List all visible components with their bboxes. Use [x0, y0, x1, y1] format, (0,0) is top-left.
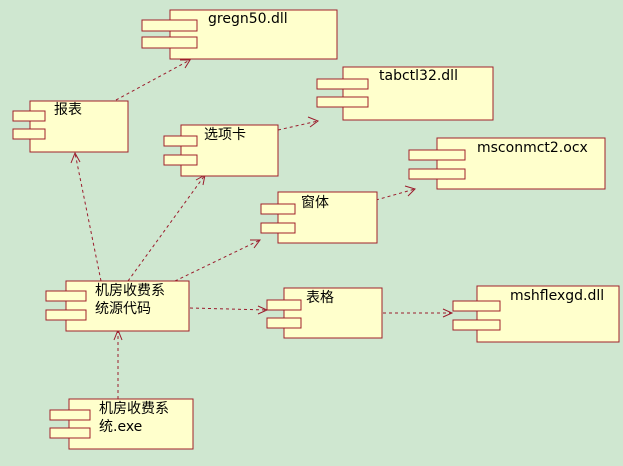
component-port-icon [452, 319, 501, 331]
component-port-icon [12, 128, 46, 140]
component-port-icon [49, 427, 91, 439]
component-port-icon [163, 154, 198, 166]
component-label: tabctl32.dll [379, 68, 458, 84]
component-port-icon [452, 300, 501, 312]
dependency-exe-to-source [113, 328, 123, 399]
component-port-icon [141, 36, 198, 49]
component-label: gregn50.dll [208, 11, 288, 27]
component-port-icon [316, 96, 369, 108]
component-msconmct2-ocx[interactable]: msconmct2.ocx [408, 137, 606, 190]
dependency-source-to-baobiao [70, 151, 102, 282]
component-label: mshflexgd.dll [510, 288, 604, 304]
component-port-icon [316, 78, 369, 90]
component-exe[interactable]: 机房收费系 统.exe [49, 398, 194, 450]
component-port-icon [12, 110, 46, 122]
component-label-line1: 机房收费系 [99, 401, 169, 417]
dependency-xuanxiangka-to-tabctl [277, 116, 320, 131]
component-port-icon [141, 19, 198, 32]
dependency-source-to-chuangti [174, 239, 261, 282]
component-port-icon [45, 309, 87, 321]
component-label-line2: 统源代码 [95, 301, 151, 317]
component-label: 表格 [306, 290, 334, 306]
component-port-icon [266, 299, 302, 311]
component-label: 窗体 [301, 194, 329, 211]
component-source-code[interactable]: 机房收费系 统源代码 [45, 280, 190, 332]
dependency-source-to-xuanxiangka [127, 174, 206, 282]
component-port-icon [266, 317, 302, 329]
component-label: msconmct2.ocx [477, 140, 588, 156]
component-port-icon [260, 203, 296, 215]
component-port-icon [49, 409, 91, 421]
component-port-icon [408, 149, 466, 161]
dependency-chuangti-to-msconmct [375, 185, 416, 201]
component-chuangti[interactable]: 窗体 [260, 191, 378, 244]
component-tabctl32-dll[interactable]: tabctl32.dll [316, 66, 494, 121]
component-port-icon [163, 135, 198, 147]
component-label-line1: 机房收费系 [95, 283, 165, 299]
component-mshflexgd-dll[interactable]: mshflexgd.dll [452, 285, 620, 343]
component-biaoge[interactable]: 表格 [266, 287, 383, 339]
component-xuanxiangka[interactable]: 选项卡 [163, 124, 279, 177]
component-port-icon [260, 222, 296, 234]
component-label: 报表 [54, 102, 82, 118]
component-baobiao[interactable]: 报表 [12, 100, 129, 153]
component-label-line2: 统.exe [99, 419, 142, 435]
dependency-source-to-biaoge [189, 305, 269, 315]
component-port-icon [45, 290, 87, 302]
component-gregn50-dll[interactable]: gregn50.dll [141, 9, 338, 60]
component-port-icon [408, 168, 466, 180]
dependency-biaoge-to-mshflex [383, 308, 454, 318]
dependency-baobiao-to-gregn [115, 59, 191, 101]
component-label: 选项卡 [204, 127, 246, 143]
